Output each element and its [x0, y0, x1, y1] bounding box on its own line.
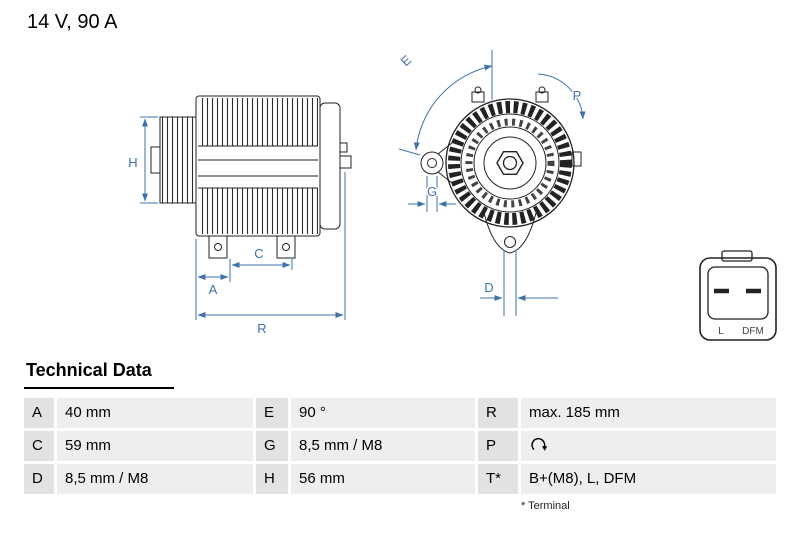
table-cell-value: 56 mm: [291, 464, 475, 495]
connector-housing: [699, 257, 777, 341]
table-cell-label: G: [256, 431, 288, 462]
table-cell-label: P: [478, 431, 518, 462]
dim-label-R: R: [257, 321, 266, 336]
section-title: Technical Data: [24, 360, 174, 389]
top-boss-right: [535, 91, 549, 103]
bplus-stud: [339, 155, 352, 169]
mounting-lug-bottom: [483, 212, 537, 254]
pulley-grooves: [160, 117, 196, 203]
rear-cover: [319, 102, 341, 230]
shaft-nut: [150, 146, 161, 174]
connector-cavity: [707, 266, 769, 320]
table-cell-label: E: [256, 398, 288, 428]
mounting-foot-left: [208, 235, 228, 259]
table-cell-value: 59 mm: [57, 431, 253, 462]
table-cell-label: A: [24, 398, 54, 428]
table-cell-value: 8,5 mm / M8: [291, 431, 475, 462]
dim-label-D: D: [484, 280, 493, 295]
rotation-cw-icon: [531, 437, 548, 451]
technical-drawing: H C A R: [127, 50, 777, 341]
side-view-dimensions: H C A R: [127, 116, 346, 338]
cooling-fins-top: [198, 98, 318, 146]
connector-diagram: L DFM: [699, 250, 777, 341]
terminal-tab: [339, 142, 348, 153]
dim-label-A: A: [209, 282, 218, 297]
table-cell-value: 8,5 mm / M8: [57, 464, 253, 495]
cooling-fins-bottom: [198, 188, 318, 234]
dim-label-H: H: [128, 155, 137, 170]
rotor-slot-ring: [465, 118, 555, 208]
rotation-arc-P: [537, 73, 586, 120]
table-cell-value: B+(M8), L, DFM: [521, 464, 776, 495]
table-cell-value: max. 185 mm: [521, 398, 776, 428]
table-cell-label: H: [256, 464, 288, 495]
table-cell-label: T*: [478, 464, 518, 495]
stator-fin-ring: [448, 101, 572, 225]
dim-label-P: P: [573, 88, 582, 103]
table-cell-value: 90 °: [291, 398, 475, 428]
table-cell-label: R: [478, 398, 518, 428]
connector-pin-left-label: L: [718, 326, 724, 337]
side-tab: [571, 151, 582, 167]
table-cell-label: D: [24, 464, 54, 495]
connector-latch: [721, 250, 753, 262]
connector-pin-right-label: DFM: [742, 326, 764, 337]
dim-label-G: G: [427, 184, 437, 199]
table-cell-value: 40 mm: [57, 398, 253, 428]
dim-label-E: E: [398, 52, 415, 69]
angle-arc-E: [413, 64, 493, 151]
rotation-direction-cell: [521, 431, 776, 462]
shaft-hex-nut: [496, 150, 524, 176]
alternator-side-view: [150, 95, 352, 259]
alternator-front-view: [420, 86, 582, 254]
terminal-footnote: * Terminal: [521, 500, 570, 513]
mounting-foot-right: [276, 235, 296, 259]
technical-data-table: A 40 mm E 90 ° R max. 185 mm C 59 mm G 8…: [24, 398, 776, 495]
dim-label-C: C: [254, 246, 263, 261]
voltage-amperage-rating: 14 V, 90 A: [27, 11, 118, 33]
mounting-lug-left: [420, 151, 444, 175]
table-cell-label: C: [24, 431, 54, 462]
technical-data-section: Technical Data A 40 mm E 90 ° R max. 185…: [24, 360, 776, 512]
